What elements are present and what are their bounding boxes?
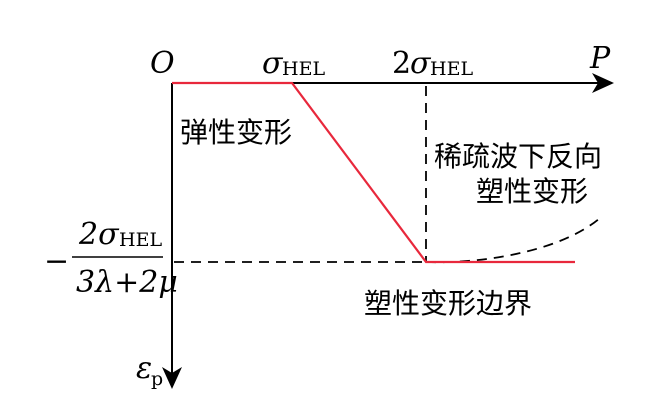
strain-curve: [172, 81, 575, 264]
fraction-denominator: 3λ+2μ: [76, 265, 178, 300]
x-axis-label: P: [589, 41, 611, 76]
y-axis-label: ε p: [136, 351, 163, 390]
sigma-symbol: σ: [410, 46, 432, 81]
fraction-numerator-subscript: HEL: [119, 229, 162, 251]
reverse-plastic-deformation-line1: 稀疏波下反向: [434, 140, 602, 173]
minus-sign: −: [44, 244, 69, 279]
unloading-dashed-curve: [425, 217, 601, 264]
tick-label-sigma-hel: σ HEL: [262, 46, 325, 81]
y-tick-fraction: − 2σ HEL 3λ+2μ: [44, 217, 178, 300]
hel-subscript: HEL: [430, 58, 473, 80]
hel-subscript: HEL: [282, 58, 325, 80]
elastic-deformation-label: 弹性变形: [180, 116, 292, 149]
tick-label-2sigma-hel: 2 σ HEL: [392, 46, 473, 81]
origin-label: O: [150, 46, 175, 81]
sigma-symbol: σ: [262, 46, 284, 81]
two-coefficient: 2: [392, 46, 411, 81]
reverse-plastic-deformation-line2: 塑性变形: [476, 175, 588, 208]
epsilon-symbol: ε: [136, 351, 152, 386]
p-subscript: p: [151, 368, 163, 390]
plastic-deformation-boundary-label: 塑性变形边界: [364, 287, 532, 320]
fraction-numerator: 2σ: [78, 217, 120, 252]
